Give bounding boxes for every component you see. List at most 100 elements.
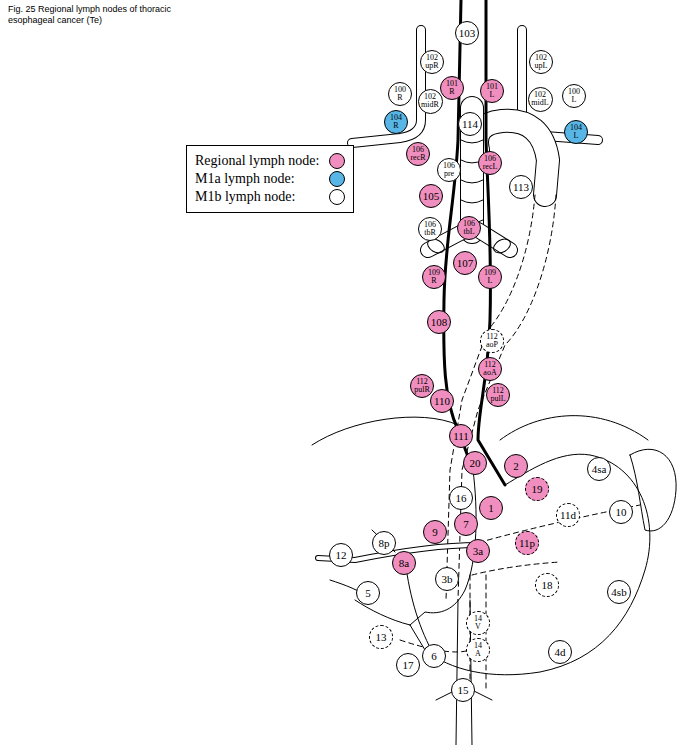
lymph-node-circle: 5 (356, 581, 380, 605)
lymph-node-circle: 104 L (564, 120, 588, 144)
abdominal-arteries (318, 530, 492, 745)
node-number: 13 (376, 632, 387, 643)
node-number: 4d (555, 647, 566, 658)
node-number: 112 pulR (414, 378, 430, 393)
legend-label: M1b lymph node: (195, 189, 295, 205)
lymph-node-circle: 15 (451, 678, 475, 702)
node-number: 7 (463, 519, 469, 530)
lymph-node-circle: 11p (515, 531, 539, 555)
node-number: 4sa (592, 464, 607, 475)
lymph-node-circle: 101 L (480, 79, 504, 103)
lymph-node-circle: 102 upL (529, 50, 553, 74)
node-number: 102 upR (425, 54, 438, 69)
node-number: 109 R (428, 269, 440, 284)
lymph-node-circle: 106 recL (478, 151, 502, 175)
node-number: 112 aoA (483, 361, 496, 376)
node-number: 1 (488, 503, 494, 514)
lymph-node-circle: 6 (422, 644, 446, 668)
node-number: 12 (336, 550, 347, 561)
lymph-node-circle: 109 L (478, 265, 502, 289)
node-number: 19 (532, 484, 543, 495)
node-number: 15 (458, 685, 469, 696)
lymph-node-circle: 101 R (440, 76, 464, 100)
node-number: 102 midL (531, 91, 548, 106)
node-number: 101 R (446, 80, 458, 95)
lymph-node-circle: 103 (455, 21, 479, 45)
lymph-node-circle: 9 (423, 520, 447, 544)
lymph-node-circle: 8a (392, 551, 416, 575)
node-number: 11p (519, 538, 535, 549)
esophagus (444, 0, 505, 485)
node-number: 108 (431, 317, 448, 328)
lymph-node-circle: 10 (609, 500, 633, 524)
node-number: 9 (432, 527, 438, 538)
lymph-node-circle: 19 (525, 477, 549, 501)
node-number: 11d (560, 510, 576, 521)
lymph-node-circle: 18 (535, 573, 559, 597)
node-number: 100 L (568, 88, 580, 103)
node-number: 17 (403, 660, 414, 671)
node-number: 106 pre (443, 162, 455, 177)
lymph-node-circle: 11d (556, 503, 580, 527)
node-number: 102 midR (421, 93, 439, 108)
legend-label: M1a lymph node: (195, 171, 295, 187)
lymph-node-circle: 109 R (422, 265, 446, 289)
node-number: 106 tbR (424, 221, 436, 236)
node-number: 112 aoP (486, 333, 498, 348)
lymph-node-circle: 3a (466, 539, 490, 563)
node-number: 2 (513, 461, 519, 472)
lymph-node-circle: 14 V (466, 611, 490, 635)
node-number: 109 L (484, 269, 496, 284)
legend-row: M1b lymph node: (195, 189, 345, 205)
node-number: 100 R (394, 86, 406, 101)
legend-swatch (329, 171, 345, 187)
node-number: 20 (470, 458, 481, 469)
lymph-node-circle: 8p (372, 531, 396, 555)
lymph-node-circle: 12 (329, 543, 353, 567)
lymph-node-circle: 20 (463, 451, 487, 475)
lymph-node-circle: 1 (479, 496, 503, 520)
node-number: 114 (462, 119, 478, 130)
node-number: 106 tbL (463, 220, 475, 235)
node-number: 4sb (611, 587, 626, 598)
node-number: 8a (399, 558, 409, 569)
node-number: 104 R (390, 114, 402, 129)
lymph-node-circle: 102 midR (418, 89, 443, 114)
legend-label: Regional lymph node: (195, 153, 319, 169)
lymph-node-circle: 106 pre (437, 158, 461, 182)
node-number: 105 (423, 191, 440, 202)
lymph-node-circle: 113 (509, 175, 533, 199)
lymph-node-circle: 14 A (466, 638, 490, 662)
node-number: 101 L (486, 83, 498, 98)
node-number: 14 A (474, 642, 482, 657)
lymph-node-circle: 3b (435, 567, 459, 591)
legend-swatch (329, 189, 345, 205)
node-number: 110 (434, 396, 450, 407)
node-number: 113 (513, 182, 529, 193)
lymph-node-circle: 100 R (388, 82, 412, 106)
lymph-node-circle: 112 pulR (410, 374, 434, 398)
lymph-node-circle: 106 tbR (418, 217, 442, 241)
lymph-node-circle: 111 (449, 424, 473, 448)
node-number: 16 (456, 493, 467, 504)
lymph-node-circle: 17 (396, 653, 420, 677)
node-number: 18 (542, 580, 553, 591)
lymph-node-circle: 102 upR (420, 50, 444, 74)
node-number: 111 (453, 431, 469, 442)
legend-box: Regional lymph node: M1a lymph node: M1b l… (186, 145, 354, 213)
lymph-node-circle: 105 (419, 184, 443, 208)
node-number: 102 upL (535, 54, 548, 69)
node-number: 14 V (474, 615, 482, 630)
lymph-node-circle: 112 aoP (480, 329, 504, 353)
lymph-node-circle: 112 pulL (486, 383, 510, 407)
node-number: 112 pulL (490, 387, 505, 402)
lymph-node-circle: 100 L (562, 84, 586, 108)
node-number: 106 recL (483, 155, 498, 170)
node-number: 103 (459, 28, 476, 39)
node-number: 6 (431, 651, 437, 662)
descending-aorta (446, 195, 556, 600)
lymph-node-circle: 4sa (587, 457, 611, 481)
lymph-node-circle: 7 (454, 512, 478, 536)
node-number: 3a (473, 546, 483, 557)
lymph-node-circle: 102 midL (528, 87, 553, 112)
